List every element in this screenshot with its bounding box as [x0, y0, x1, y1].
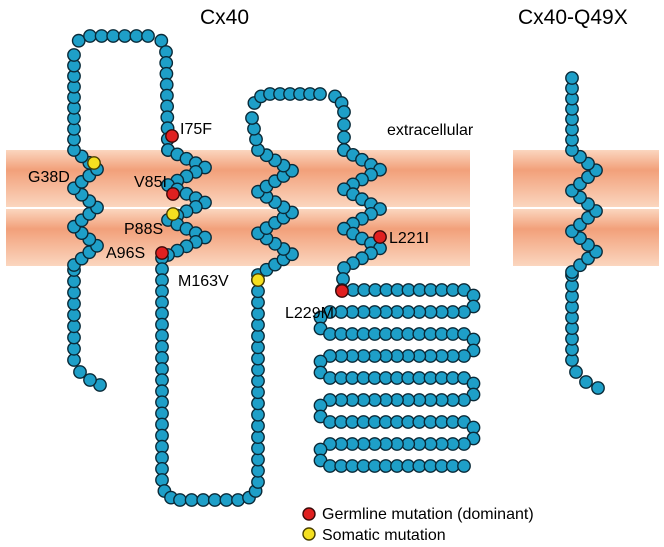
legend: Germline mutation (dominant) Somatic mut…: [302, 506, 534, 544]
amino-acid-residue: [196, 493, 211, 507]
mutation-marker-l221i: [373, 230, 387, 244]
amino-acid-residue: [173, 493, 187, 507]
mutation-label-a96s: A96S: [106, 245, 145, 262]
amino-acid-residue: [67, 341, 81, 356]
mutation-label-g38d: G38D: [28, 169, 70, 186]
amino-acid-residue: [207, 493, 222, 507]
amino-acid-residue: [67, 296, 81, 311]
amino-acid-residue: [67, 274, 81, 289]
amino-acid-residue: [67, 48, 81, 62]
membrane-cx40: [6, 150, 470, 266]
amino-acid-residue: [337, 130, 351, 145]
amino-acid-residue: [83, 29, 97, 43]
mutation-label-l221i: L221I: [389, 230, 429, 247]
amino-acid-residue: [83, 373, 97, 387]
amino-acid-residue: [251, 452, 265, 467]
mutation-marker-l229m: [335, 284, 349, 298]
mutation-marker-p88s: [166, 207, 180, 221]
amino-acid-residue: [154, 33, 169, 48]
amino-acid-residue: [457, 459, 471, 473]
amino-acid-residue: [251, 351, 265, 366]
amino-acid-residue: [313, 87, 327, 101]
mutation-label-m163v: M163V: [178, 273, 229, 290]
title-cx40-q49x: Cx40-Q49X: [518, 6, 628, 29]
amino-acid-residue: [337, 105, 351, 119]
amino-acid-residue: [141, 29, 155, 43]
mutation-label-i75f: I75F: [180, 121, 212, 138]
amino-acid-residue: [245, 111, 259, 125]
mutation-label-p88s: P88S: [124, 221, 163, 238]
mutation-labels: G38D I75F V85I P88S A96S M163V L221I L22…: [28, 121, 429, 322]
amino-acid-residue: [67, 319, 81, 334]
mutation-marker-v85i: [166, 187, 180, 201]
amino-acid-residue: [94, 29, 109, 43]
mutation-markers: [87, 129, 387, 298]
amino-acid-residue: [231, 493, 245, 507]
amino-acid-residue: [106, 29, 121, 43]
amino-acid-residue: [219, 493, 234, 507]
amino-acid-residue: [591, 381, 605, 395]
legend-germline-label: Germline mutation (dominant): [322, 506, 534, 523]
legend-germline-dot: [302, 507, 316, 521]
amino-acid-residue: [117, 29, 132, 43]
amino-acid-residue: [184, 493, 199, 507]
amino-acid-residue: [251, 407, 265, 422]
amino-acid-residue: [251, 306, 265, 321]
extracellular-label: extracellular: [387, 122, 474, 139]
amino-acid-residue: [71, 33, 86, 48]
mutation-label-v85i: V85I: [134, 174, 167, 191]
mutation-marker-i75f: [165, 129, 179, 143]
title-cx40: Cx40: [200, 6, 249, 29]
amino-acid-residue: [129, 29, 144, 43]
amino-acid-residue: [579, 375, 593, 389]
amino-acid-residue: [565, 71, 579, 85]
amino-acid-residue: [569, 365, 583, 379]
cx40-q49x-residue-chain: [565, 71, 605, 395]
legend-somatic-label: Somatic mutation: [322, 527, 446, 544]
amino-acid-residue: [155, 473, 169, 487]
cx40-residue-chain: [67, 29, 481, 507]
mutation-label-l229m: L229M: [285, 305, 334, 322]
amino-acid-residue: [337, 117, 351, 132]
amino-acid-residue: [73, 365, 87, 379]
legend-somatic-dot: [302, 527, 316, 541]
mutation-marker-m163v: [251, 273, 265, 287]
mutation-marker-g38d: [87, 156, 101, 170]
mutation-marker-a96s: [155, 246, 169, 260]
